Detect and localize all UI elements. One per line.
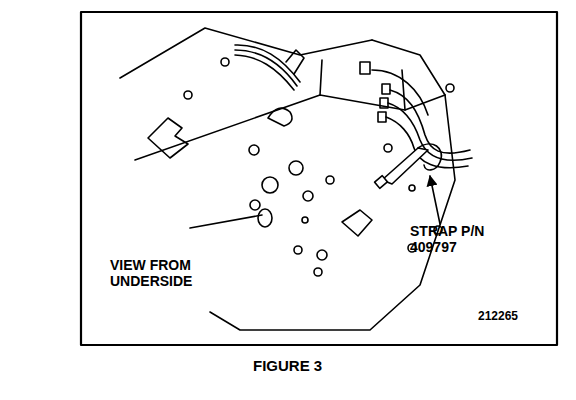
boss xyxy=(258,209,272,227)
wire-clip xyxy=(286,50,304,74)
terminal xyxy=(378,112,386,122)
slot xyxy=(190,215,262,228)
figure-number: 212265 xyxy=(478,310,548,324)
terminal xyxy=(382,84,390,94)
wire xyxy=(372,70,428,115)
terminal xyxy=(380,98,388,108)
plate-edge xyxy=(372,40,445,95)
wire xyxy=(235,55,294,90)
leader-arrow xyxy=(430,176,440,224)
strap xyxy=(382,148,428,184)
strap-loop xyxy=(418,144,441,170)
wire xyxy=(388,103,472,160)
cutout xyxy=(268,108,292,126)
plate-fold xyxy=(320,60,405,110)
view-label: VIEW FROM UNDERSIDE xyxy=(110,257,240,289)
plate-fold xyxy=(135,95,445,160)
part-callout: STRAP P/N 409797 xyxy=(410,223,502,255)
strap-tip xyxy=(375,176,388,189)
bracket xyxy=(342,210,372,236)
plate-edge xyxy=(210,95,455,330)
figure-caption: FIGURE 3 xyxy=(253,357,322,374)
terminal xyxy=(360,62,370,74)
bracket xyxy=(148,118,188,158)
plate-edge xyxy=(120,28,372,78)
wire xyxy=(386,117,468,168)
figure-frame xyxy=(81,12,557,345)
